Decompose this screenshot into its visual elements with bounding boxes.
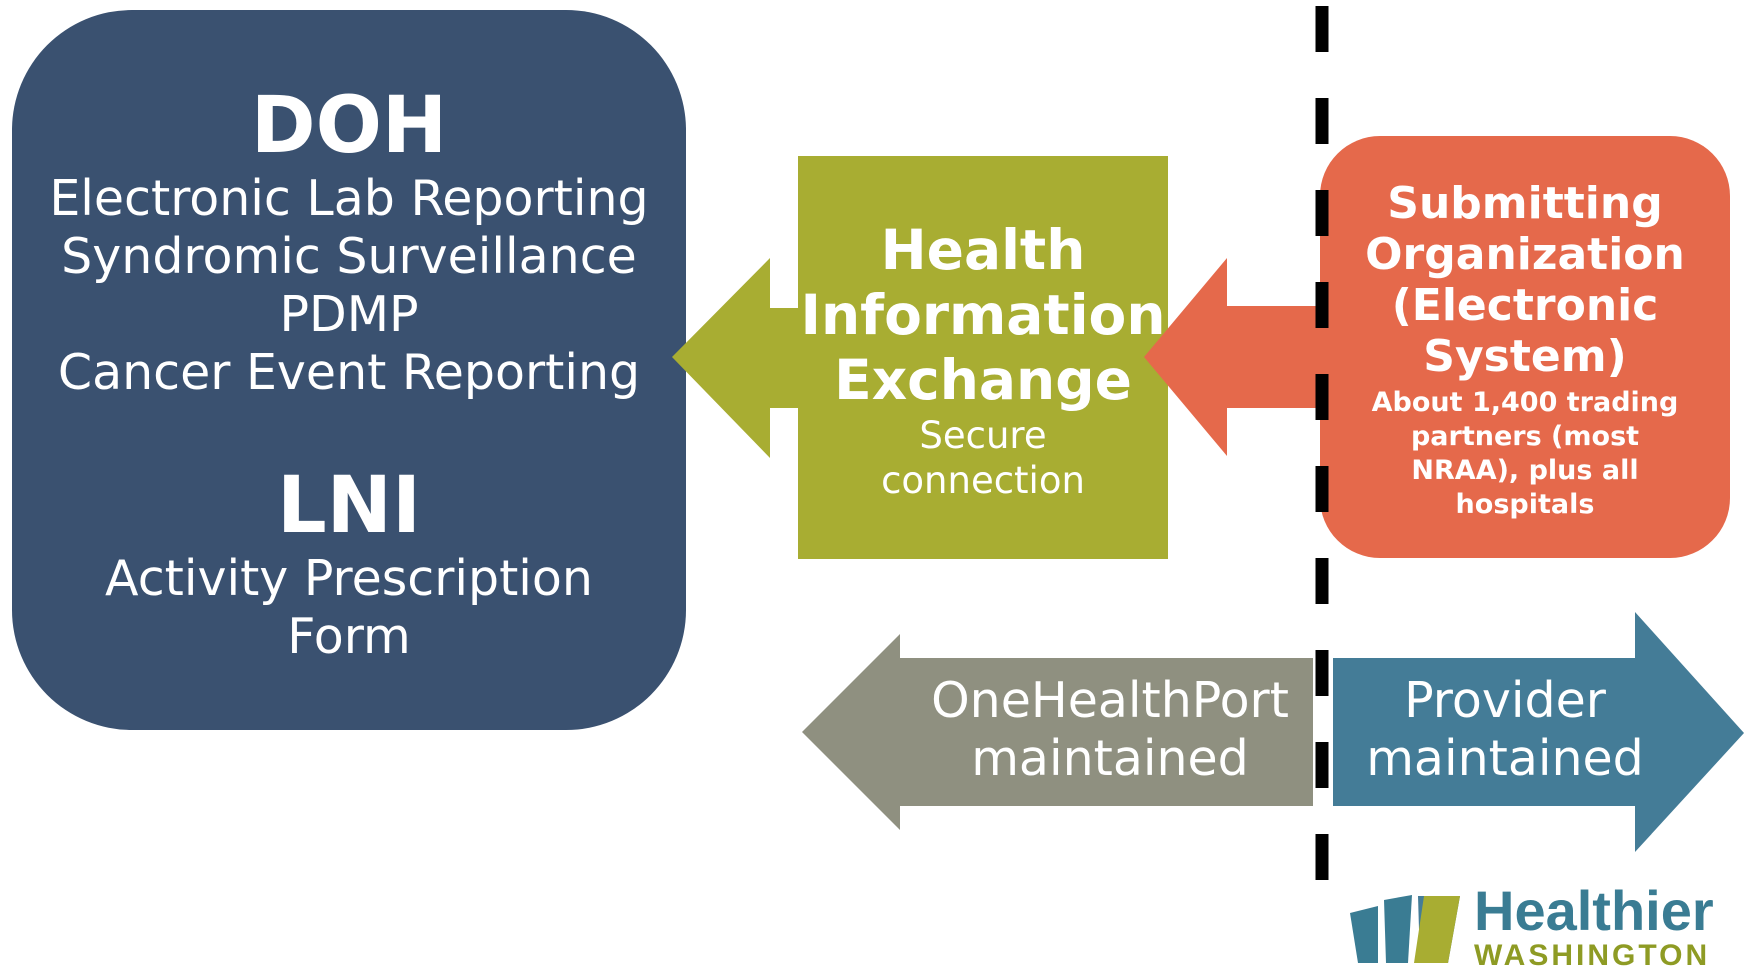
hie-title-line-1: Health [880, 218, 1086, 282]
doh-item-pdmp: PDMP [279, 286, 419, 343]
submitter-title-line-2: Organization [1365, 229, 1685, 280]
provider-maintained-label: Provider maintained [1320, 672, 1690, 788]
submitter-box [1320, 136, 1730, 558]
hie-title-line-2: Information [800, 283, 1166, 347]
submitter-title-line-1: Submitting [1387, 178, 1663, 229]
logo-sub: WASHINGTON [1474, 939, 1711, 972]
hie-subtitle-line-2: connection [881, 459, 1085, 502]
logo-green-bar-icon [1414, 896, 1460, 963]
onehealthport-label-line-1: OneHealthPort [931, 672, 1289, 729]
submitter-title-line-4: System) [1423, 331, 1627, 382]
onehealthport-arrow [802, 634, 1313, 830]
provider-label-line-2: maintained [1366, 730, 1644, 787]
healthier-washington-logo: Healthier WASHINGTON [1474, 882, 1714, 972]
hie-label: Health Information Exchange Secure conne… [798, 218, 1168, 503]
lni-item-line-2: Form [287, 608, 411, 665]
doh-title: DOH [250, 81, 448, 171]
onehealthport-maintained-label: OneHealthPort maintained [910, 672, 1310, 788]
hie-title-line-3: Exchange [834, 348, 1132, 412]
onehealthport-label-line-2: maintained [971, 730, 1249, 787]
submitter-title-line-3: (Electronic [1391, 280, 1659, 331]
submitter-desc-line-1: About 1,400 trading [1371, 387, 1679, 418]
submitter-description: About 1,400 trading partners (most NRAA)… [1320, 386, 1730, 522]
doh-item-electronic-lab-reporting: Electronic Lab Reporting [49, 170, 649, 227]
submitter-desc-line-3: NRAA), plus all [1411, 455, 1639, 486]
doh-item-cancer-event-reporting: Cancer Event Reporting [57, 344, 641, 401]
submitter-to-hie-arrow [1144, 258, 1330, 456]
doh-lni-box [12, 10, 686, 730]
hie-subtitle-line-1: Secure [919, 414, 1047, 457]
doh-section: DOH Electronic Lab Reporting Syndromic S… [12, 82, 686, 402]
hie-to-doh-arrow [672, 258, 830, 458]
lni-section: LNI Activity Prescription Form [12, 462, 686, 666]
submitter-desc-line-2: partners (most [1410, 421, 1640, 452]
hie-box [798, 156, 1168, 559]
submitter-desc-line-4: hospitals [1455, 489, 1595, 520]
lni-title: LNI [276, 461, 421, 551]
lni-item-line-1: Activity Prescription [105, 550, 593, 607]
provider-arrow [1333, 612, 1744, 852]
logo-name: Healthier [1474, 879, 1714, 942]
submitter-label: Submitting Organization (Electronic Syst… [1320, 178, 1730, 522]
provider-label-line-1: Provider [1404, 672, 1606, 729]
doh-item-syndromic-surveillance: Syndromic Surveillance [61, 228, 637, 285]
